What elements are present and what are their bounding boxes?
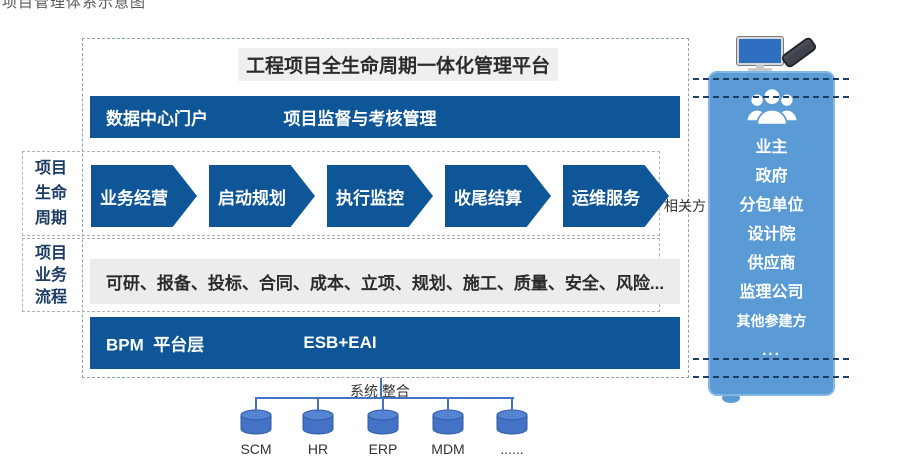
monitor-screen xyxy=(737,37,783,65)
database-cylinder-icon xyxy=(496,409,528,435)
portal-bar: 数据中心门户 项目监督与考核管理 xyxy=(90,96,680,138)
data-center-portal-label: 数据中心门户 xyxy=(106,109,208,129)
bpm-platform-label: BPM 平台层 xyxy=(106,335,205,355)
database-cylinder-icon xyxy=(432,409,464,435)
system-label-mdm: MDM xyxy=(431,441,465,457)
panel-dash-line xyxy=(693,376,849,378)
integration-stub-line xyxy=(447,397,449,412)
integration-stub-line xyxy=(511,397,513,412)
lifecycle-stages-row: 业务经营 启动规划 执行监控 收尾结算 运维服务 xyxy=(91,165,669,227)
monitor-base xyxy=(748,68,772,71)
stakeholder-supervision-company: 监理公司 xyxy=(739,284,804,301)
monitor-icon xyxy=(737,37,783,71)
stakeholder-other-participants: 其他参建方 xyxy=(736,313,807,329)
stage-chevron-closeout-settlement: 收尾结算 xyxy=(445,165,551,227)
stakeholders-side-label: 相关方 xyxy=(664,198,706,214)
stakeholder-subcontractor: 分包单位 xyxy=(739,197,804,214)
process-strip: 可研、报备、投标、合同、成本、立项、规划、施工、质量、安全、风险... xyxy=(90,259,680,304)
lifecycle-label-line: 周期 xyxy=(34,210,67,227)
integration-stub-line xyxy=(382,397,384,412)
platform-frame xyxy=(82,38,689,378)
stakeholder-government: 政府 xyxy=(755,168,788,185)
people-group-icon xyxy=(745,87,798,126)
integration-branch-line xyxy=(256,397,514,399)
panel-dash-line xyxy=(693,96,849,98)
database-cylinder-icon xyxy=(240,409,272,435)
system-label-erp: ERP xyxy=(368,441,398,457)
database-cylinder-icon xyxy=(367,409,399,435)
stage-chevron-execution-monitoring: 执行监控 xyxy=(327,165,433,227)
platform-title-box: 工程项目全生命周期一体化管理平台 xyxy=(238,48,558,81)
page-caption: 项目管理体系示意图 xyxy=(2,0,147,11)
system-label-hr: HR xyxy=(307,441,329,457)
platform-title: 工程项目全生命周期一体化管理平台 xyxy=(245,56,550,77)
stakeholder-supplier: 供应商 xyxy=(747,255,796,272)
stakeholders-panel: 业主 政府 分包单位 设计院 供应商 监理公司 其他参建方 ... xyxy=(708,71,835,396)
system-label-scm: SCM xyxy=(240,441,272,457)
stage-chevron-operation-maintenance: 运维服务 xyxy=(563,165,669,227)
process-label-line: 业务 xyxy=(34,267,67,284)
stakeholder-ellipsis: ... xyxy=(762,342,781,359)
integration-stub-line xyxy=(255,397,257,412)
stage-chevron-business-operation: 业务经营 xyxy=(91,165,197,227)
bpm-platform-bar: BPM 平台层 ESB+EAI xyxy=(90,317,680,369)
process-row-label: 项目 业务 流程 xyxy=(22,243,80,309)
panel-dash-line xyxy=(693,358,849,360)
system-label-ellipsis: ...... xyxy=(500,441,524,457)
monitor-stand xyxy=(756,65,764,68)
panel-nub-decoration xyxy=(722,393,740,403)
integration-stub-line xyxy=(317,397,319,412)
stage-chevron-initiation-planning: 启动规划 xyxy=(209,165,315,227)
process-items-text: 可研、报备、投标、合同、成本、立项、规划、施工、质量、安全、风险... xyxy=(105,274,665,293)
stakeholder-list: 业主 政府 分包单位 设计院 供应商 监理公司 其他参建方 ... xyxy=(710,133,833,365)
lifecycle-label-line: 项目 xyxy=(34,160,67,177)
stakeholder-owner: 业主 xyxy=(755,139,788,156)
process-label-line: 流程 xyxy=(34,289,67,306)
lifecycle-row-label: 项目 生命 周期 xyxy=(22,156,80,231)
process-label-line: 项目 xyxy=(34,245,67,262)
integration-trunk-line xyxy=(380,378,382,398)
esb-eai-label: ESB+EAI xyxy=(303,333,377,352)
stakeholder-design-institute: 设计院 xyxy=(747,226,796,243)
integration-label: 系统 整合 xyxy=(350,383,410,399)
supervision-assessment-label: 项目监督与考核管理 xyxy=(283,109,437,129)
smartphone-icon xyxy=(780,35,818,70)
lifecycle-label-line: 生命 xyxy=(34,185,67,202)
panel-dash-line xyxy=(693,78,849,80)
database-cylinder-icon xyxy=(302,409,334,435)
